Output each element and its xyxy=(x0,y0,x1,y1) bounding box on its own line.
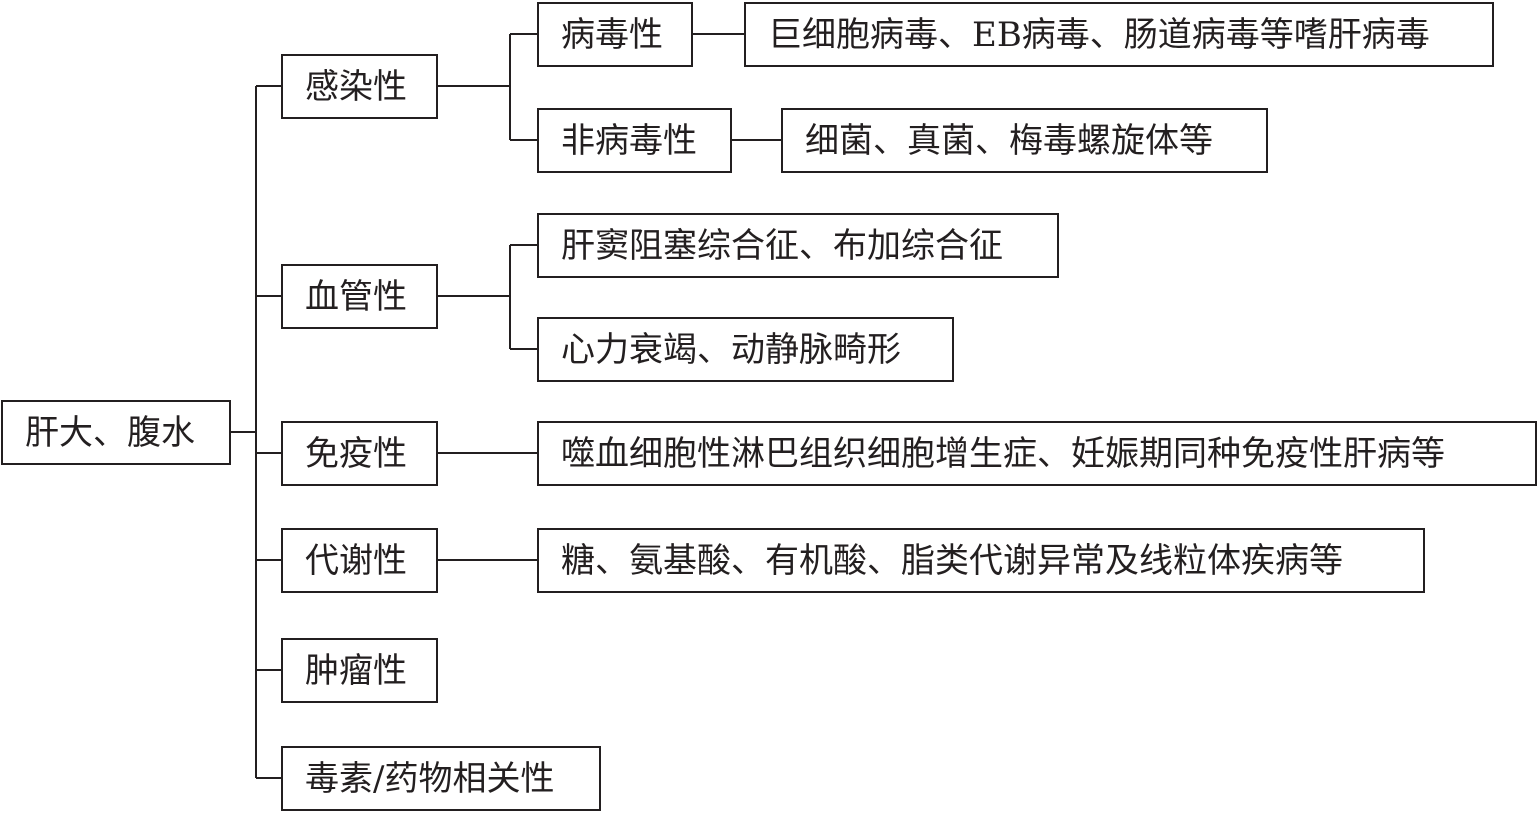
category-vascular: 血管性 xyxy=(281,264,438,329)
category-metabolic: 代谢性 xyxy=(281,528,438,593)
connector-infectious xyxy=(437,33,781,141)
connector-root-branches xyxy=(256,85,281,779)
category-immune: 免疫性 xyxy=(281,421,438,486)
subcategory-non-viral: 非病毒性 xyxy=(537,108,732,173)
detail-vascular-1: 肝窦阻塞综合征、布加综合征 xyxy=(537,213,1059,278)
detail-vascular-2: 心力衰竭、动静脉畸形 xyxy=(537,317,954,382)
detail-non-viral: 细菌、真菌、梅毒螺旋体等 xyxy=(781,108,1268,173)
detail-immune: 噬血细胞性淋巴组织细胞增生症、妊娠期同种免疫性肝病等 xyxy=(537,421,1537,486)
category-infectious: 感染性 xyxy=(281,54,438,119)
connector-vascular xyxy=(437,244,537,350)
connector-root-trunk xyxy=(230,86,257,778)
detail-viral: 巨细胞病毒、EB病毒、肠道病毒等嗜肝病毒 xyxy=(744,2,1494,67)
detail-metabolic: 糖、氨基酸、有机酸、脂类代谢异常及线粒体疾病等 xyxy=(537,528,1425,593)
category-toxin-drug: 毒素/药物相关性 xyxy=(281,746,601,811)
root-box: 肝大、腹水 xyxy=(1,400,231,465)
subcategory-viral: 病毒性 xyxy=(537,2,693,67)
category-neoplastic: 肿瘤性 xyxy=(281,638,438,703)
